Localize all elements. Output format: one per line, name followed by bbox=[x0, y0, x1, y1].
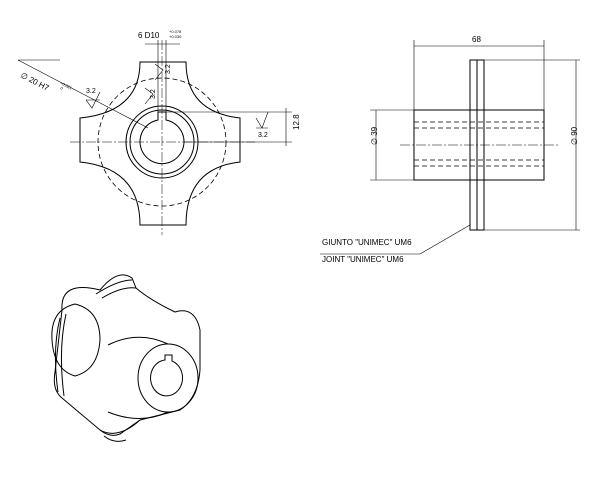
svg-text:+0.021: +0.021 bbox=[60, 80, 74, 90]
overall-diameter-label: ∅ 90 bbox=[570, 126, 579, 145]
svg-text:+0.078: +0.078 bbox=[169, 29, 182, 34]
svg-text:3.2: 3.2 bbox=[150, 89, 157, 99]
iso-bore-keyway bbox=[150, 354, 184, 397]
hub-diameter-label: ∅ 39 bbox=[370, 126, 379, 145]
callout-line-2: JOINT "UNIMEC" UM6 bbox=[322, 255, 404, 264]
side-view: 68 ∅ 39 ∅ 90 GIUNTO "UNIMEC" UM6 JOINT "… bbox=[320, 35, 580, 264]
svg-text:+0.030: +0.030 bbox=[169, 34, 182, 39]
bore-keyway bbox=[139, 111, 185, 165]
roughness-symbol bbox=[255, 111, 269, 129]
iso-hub-face bbox=[137, 343, 199, 413]
svg-text:3.2: 3.2 bbox=[86, 88, 96, 95]
roughness-symbol bbox=[154, 63, 164, 81]
length-label: 68 bbox=[472, 35, 481, 44]
callout-line-1: GIUNTO "UNIMEC" UM6 bbox=[322, 238, 412, 247]
svg-text:3.2: 3.2 bbox=[165, 64, 172, 74]
svg-text:0: 0 bbox=[60, 85, 65, 91]
bore-diameter-label: ∅ 20 H7 bbox=[19, 71, 51, 93]
roughness-symbol bbox=[144, 87, 154, 105]
svg-text:3.2: 3.2 bbox=[258, 132, 268, 139]
key-depth-label: 12.8 bbox=[292, 114, 301, 130]
keyway-width-label: 6 D10 bbox=[138, 31, 160, 40]
isometric-view bbox=[51, 274, 201, 442]
front-view: 6 D10 +0.078 +0.030 ∅ 20 H7 +0.021 0 3.2… bbox=[17, 29, 301, 235]
star-outline bbox=[79, 61, 241, 226]
iso-front-disk bbox=[51, 303, 101, 377]
roughness-symbol bbox=[85, 91, 101, 109]
